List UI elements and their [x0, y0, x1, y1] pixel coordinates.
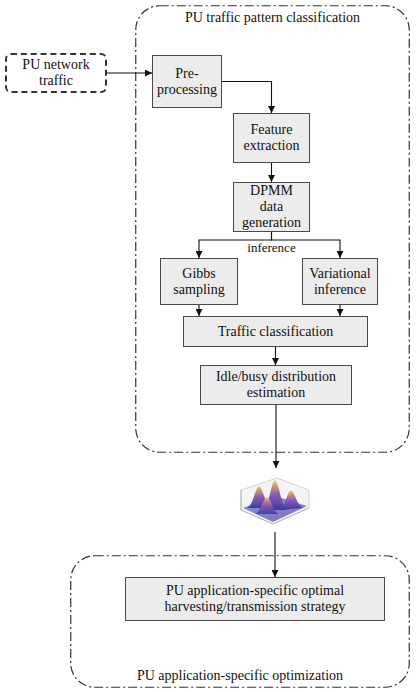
connector-line: [275, 347, 276, 365]
flow-arrow: [199, 305, 200, 316]
flow-arrow: [222, 82, 272, 114]
edge-label: inference: [245, 241, 297, 255]
connector-line: [271, 163, 272, 182]
flow-arrow: [271, 163, 272, 182]
process-box: Idle/busy distribution estimation: [200, 365, 352, 405]
process-box: PU application-specific optimal harvesti…: [125, 577, 385, 621]
group-title: PU application-specific optimization: [70, 668, 410, 684]
box-label: Traffic classification: [218, 324, 333, 340]
box-label: Gibbs sampling: [164, 266, 234, 298]
process-box: Variational inference: [302, 258, 378, 305]
flow-arrow: [340, 305, 341, 316]
process-box: Feature extraction: [233, 113, 310, 163]
box-label: DPMM data generation: [237, 183, 306, 231]
box-label: Feature extraction: [237, 122, 306, 154]
box-label: Idle/busy distribution estimation: [204, 369, 348, 401]
connector-line: [339, 305, 340, 316]
flow-arrow: [107, 73, 152, 74]
group-frame: PU application-specific optimization PU a…: [70, 555, 410, 688]
process-box: Gibbs sampling: [160, 258, 238, 305]
input-box: PU network traffic: [5, 53, 107, 93]
process-box: Pre-processing: [152, 55, 222, 108]
connector-line: [275, 405, 276, 468]
connector-line: [274, 532, 275, 577]
box-label: PU application-specific optimal harvesti…: [129, 583, 381, 615]
connector-line: [107, 72, 152, 73]
connector-line: [198, 305, 199, 316]
process-box: DPMM data generation: [233, 182, 310, 232]
flow-arrow: [275, 347, 276, 365]
process-box: Traffic classification: [183, 316, 368, 347]
connector-line: [222, 82, 272, 114]
box-label: Pre-processing: [156, 66, 218, 98]
surface-plot-illustration: [237, 468, 313, 532]
group-frame: PU traffic pattern classificationPre-pro…: [135, 5, 410, 453]
box-label: PU network traffic: [11, 57, 101, 89]
flow-arrow: [275, 405, 276, 577]
box-label: Variational inference: [306, 266, 374, 298]
group-title: PU traffic pattern classification: [135, 10, 410, 26]
